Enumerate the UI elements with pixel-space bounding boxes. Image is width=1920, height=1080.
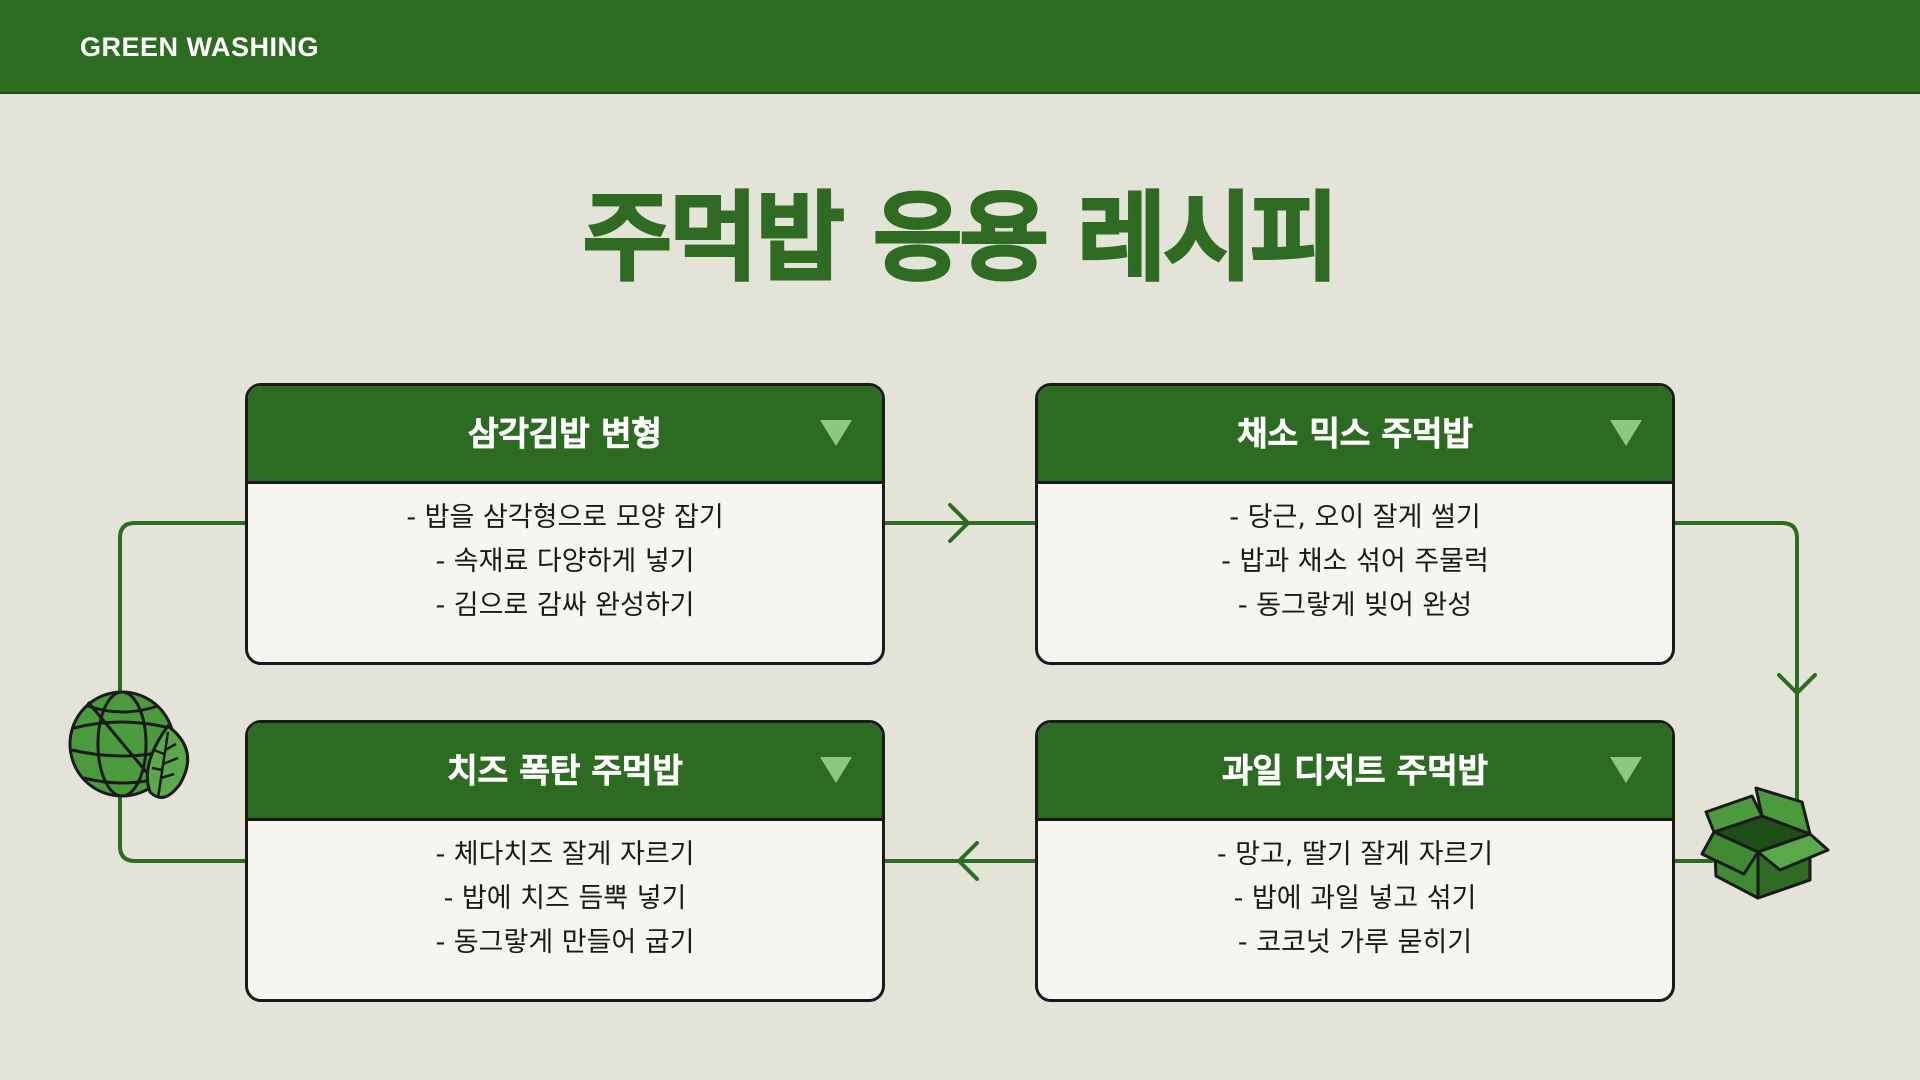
- arrow-down-icon: [1777, 673, 1817, 695]
- card-line: - 밥에 치즈 듬뿍 넣기: [443, 883, 687, 914]
- card-body: - 밥을 삼각형으로 모양 잡기 - 속재료 다양하게 넣기 - 김으로 감싸 …: [248, 496, 882, 628]
- triangle-down-icon[interactable]: [1610, 757, 1642, 783]
- card-title: 삼각김밥 변형: [468, 414, 662, 454]
- card-title: 치즈 폭탄 주먹밥: [447, 751, 683, 791]
- card-header: 과일 디저트 주먹밥: [1038, 723, 1672, 821]
- card-line: - 망고, 딸기 잘게 자르기: [1216, 839, 1494, 870]
- recipe-card-vegetable-mix: 채소 믹스 주먹밥 - 당근, 오이 잘게 썰기 - 밥과 채소 섞어 주물럭 …: [1035, 383, 1675, 665]
- card-body: - 망고, 딸기 잘게 자르기 - 밥에 과일 넣고 섞기 - 코코넛 가루 묻…: [1038, 833, 1672, 965]
- triangle-down-icon[interactable]: [820, 420, 852, 446]
- card-line: - 동그랗게 만들어 굽기: [435, 927, 695, 958]
- arrow-left-icon: [957, 841, 979, 881]
- card-body: - 당근, 오이 잘게 썰기 - 밥과 채소 섞어 주물럭 - 동그랗게 빚어 …: [1038, 496, 1672, 628]
- card-line: - 밥에 과일 넣고 섞기: [1233, 883, 1477, 914]
- card-line: - 밥과 채소 섞어 주물럭: [1221, 546, 1489, 577]
- page-title: 주먹밥 응용 레시피: [582, 181, 1340, 296]
- card-line: - 코코넛 가루 묻히기: [1237, 927, 1473, 958]
- open-box-icon: [1700, 786, 1830, 900]
- top-bar: GREEN WASHING: [0, 0, 1920, 94]
- globe-leaf-icon: [68, 690, 190, 799]
- card-title: 채소 믹스 주먹밥: [1237, 414, 1473, 454]
- card-line: - 체다치즈 잘게 자르기: [435, 839, 695, 870]
- arrow-right-icon: [948, 503, 970, 543]
- card-line: - 김으로 감싸 완성하기: [435, 590, 695, 621]
- recipe-card-cheese-bomb: 치즈 폭탄 주먹밥 - 체다치즈 잘게 자르기 - 밥에 치즈 듬뿍 넣기 - …: [245, 720, 885, 1002]
- card-line: - 동그랗게 빚어 완성: [1237, 590, 1473, 621]
- recipe-card-fruit-dessert: 과일 디저트 주먹밥 - 망고, 딸기 잘게 자르기 - 밥에 과일 넣고 섞기…: [1035, 720, 1675, 1002]
- connector-line-right: [1673, 521, 1799, 802]
- card-body: - 체다치즈 잘게 자르기 - 밥에 치즈 듬뿍 넣기 - 동그랗게 만들어 굽…: [248, 833, 882, 965]
- brand-label: GREEN WASHING: [80, 32, 320, 62]
- recipe-card-triangle-kimbap: 삼각김밥 변형 - 밥을 삼각형으로 모양 잡기 - 속재료 다양하게 넣기 -…: [245, 383, 885, 665]
- card-header: 채소 믹스 주먹밥: [1038, 386, 1672, 484]
- card-header: 삼각김밥 변형: [248, 386, 882, 484]
- triangle-down-icon[interactable]: [820, 757, 852, 783]
- triangle-down-icon[interactable]: [1610, 420, 1642, 446]
- card-line: - 속재료 다양하게 넣기: [435, 546, 695, 577]
- card-header: 치즈 폭탄 주먹밥: [248, 723, 882, 821]
- card-line: - 밥을 삼각형으로 모양 잡기: [406, 502, 724, 533]
- card-title: 과일 디저트 주먹밥: [1222, 751, 1489, 791]
- card-line: - 당근, 오이 잘게 썰기: [1229, 502, 1481, 533]
